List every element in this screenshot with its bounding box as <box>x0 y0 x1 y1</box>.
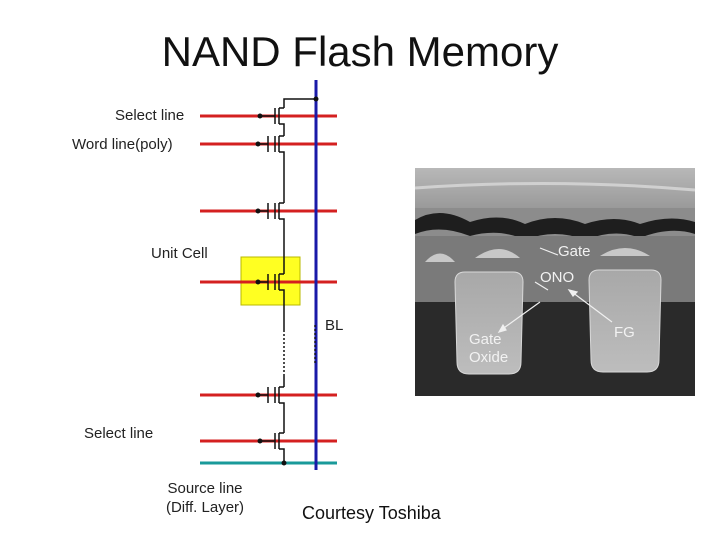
source-line-label: Source line (Diff. Layer) <box>160 479 250 517</box>
select-line-bottom-label: Select line <box>84 425 154 442</box>
slide-title: NAND Flash Memory <box>161 28 559 75</box>
unit-cell-label: Unit Cell <box>151 245 208 262</box>
credit-text: Courtesy Toshiba <box>302 503 441 523</box>
photo-label-gate-oxide-2: Oxide <box>469 349 508 366</box>
bit-line-label: BL <box>325 317 344 334</box>
source-line-label-1: Source line <box>167 480 243 497</box>
photo-label-ono: ONO <box>540 269 574 286</box>
photo-label-gate-oxide-1: Gate <box>469 331 502 348</box>
photo-label-fg: FG <box>614 324 635 341</box>
transistor-chain <box>258 98 316 463</box>
tem-cross-section-photo: Gate ONO Gate Oxide FG <box>414 168 696 396</box>
gate-nodes <box>255 113 287 466</box>
select-line-top-label: Select line <box>115 107 185 124</box>
source-line-label-2: (Diff. Layer) <box>165 499 245 516</box>
bl-connection <box>283 98 316 108</box>
transistor-word-1 <box>258 135 285 203</box>
transistor-select-bottom <box>260 432 285 463</box>
transistor-word-last <box>258 386 285 433</box>
word-line-label: Word line(poly) <box>72 136 173 153</box>
transistor-select-top <box>260 107 285 136</box>
photo-label-gate: Gate <box>558 243 591 260</box>
